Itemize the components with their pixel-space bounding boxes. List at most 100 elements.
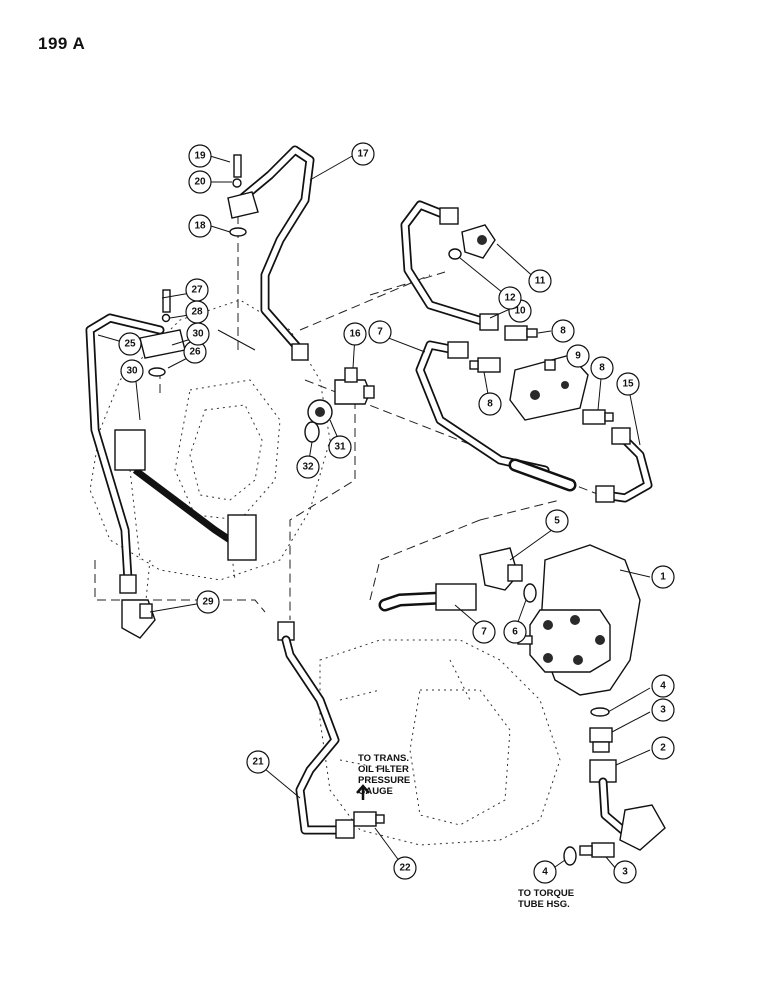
callout-27: 27	[185, 278, 209, 302]
svg-text:30: 30	[192, 329, 204, 340]
svg-text:TO TRANS.: TO TRANS.	[358, 753, 409, 764]
hose-7-lower	[378, 583, 477, 612]
svg-text:32: 32	[302, 462, 314, 473]
callout-8: 8	[590, 356, 614, 380]
svg-text:1: 1	[660, 572, 666, 583]
svg-text:25: 25	[124, 339, 136, 350]
o-ring-4-upper	[590, 707, 610, 717]
callout-28: 28	[185, 300, 209, 324]
svg-text:20: 20	[194, 177, 206, 188]
o-ring-4-lower	[563, 846, 577, 866]
bolt-27	[162, 289, 171, 313]
washer-28	[161, 313, 171, 323]
callout-5: 5	[545, 509, 569, 533]
o-ring-12	[448, 248, 462, 260]
arrow-up-icon	[356, 784, 370, 800]
callout-2: 2	[651, 736, 675, 760]
svg-text:29: 29	[202, 597, 214, 608]
hose-7-nut	[447, 341, 469, 359]
housing-bracket	[227, 514, 257, 561]
callout-4: 4	[651, 674, 675, 698]
hose-10-nut-lower	[479, 313, 499, 331]
fitting-8-left	[469, 357, 501, 373]
callout-3: 3	[613, 860, 637, 884]
o-ring-18	[229, 227, 247, 237]
pump-1	[517, 544, 641, 696]
callout-1: 1	[651, 565, 675, 589]
note-torque-tube: TO TORQUE TUBE HSG.	[518, 888, 574, 910]
hose-7-upper	[415, 340, 577, 492]
transmission-housing-outline	[89, 299, 331, 611]
page-number: 199 A	[38, 34, 86, 53]
hose-15	[595, 427, 653, 503]
elbow-29	[121, 599, 156, 639]
svg-text:TO TORQUE: TO TORQUE	[518, 888, 574, 899]
svg-text:19: 19	[194, 151, 206, 162]
tube-17-nut	[291, 343, 309, 361]
o-ring-32	[304, 421, 320, 443]
svg-text:12: 12	[504, 293, 516, 304]
tube-25-nut	[119, 574, 137, 594]
svg-text:GAUGE: GAUGE	[358, 786, 393, 797]
callout-18: 18	[188, 214, 212, 238]
flange-26	[139, 329, 186, 359]
svg-text:6: 6	[512, 627, 518, 638]
connector-3-lower	[579, 842, 615, 858]
callout-31: 31	[328, 435, 352, 459]
hose-15-nut-upper	[611, 427, 631, 445]
svg-text:3: 3	[660, 705, 666, 716]
svg-text:18: 18	[194, 221, 206, 232]
svg-text:7: 7	[377, 327, 383, 338]
callout-8: 8	[551, 319, 575, 343]
svg-text:5: 5	[554, 516, 560, 527]
svg-text:4: 4	[542, 867, 548, 878]
tube-17	[227, 145, 315, 361]
o-ring-6	[523, 583, 537, 603]
svg-text:8: 8	[599, 363, 605, 374]
callout-7: 7	[368, 320, 392, 344]
svg-text:26: 26	[189, 347, 201, 358]
washer-20	[232, 178, 242, 188]
callout-11: 11	[528, 269, 552, 293]
callout-12: 12	[498, 286, 522, 310]
svg-text:31: 31	[334, 442, 346, 453]
elbow-5	[479, 547, 523, 591]
flange-17	[227, 191, 259, 219]
tube-21-end-nut	[335, 819, 355, 839]
callout-20: 20	[188, 170, 212, 194]
svg-text:2: 2	[660, 743, 666, 754]
svg-text:10: 10	[514, 306, 526, 317]
svg-text:9: 9	[575, 351, 581, 362]
callout-17: 17	[351, 142, 375, 166]
callout-7: 7	[472, 620, 496, 644]
callout-19: 19	[188, 144, 212, 168]
callout-22: 22	[393, 856, 417, 880]
svg-text:TUBE HSG.: TUBE HSG.	[518, 899, 570, 910]
svg-text:4: 4	[660, 681, 666, 692]
pump-housing-outline	[319, 639, 561, 846]
o-ring-26	[148, 367, 166, 377]
plug-31	[307, 399, 333, 425]
fitting-8-top	[504, 325, 538, 341]
hose-10-nut-upper	[439, 207, 459, 225]
callout-29: 29	[196, 590, 220, 614]
svg-text:11: 11	[535, 276, 546, 287]
tee-16	[334, 367, 375, 405]
svg-text:17: 17	[357, 149, 369, 160]
callout-4: 4	[533, 860, 557, 884]
routing-lines	[94, 215, 601, 620]
tube-21	[277, 621, 355, 839]
svg-text:28: 28	[191, 307, 203, 318]
callout-3: 3	[651, 698, 675, 722]
connector-3-upper	[589, 727, 613, 753]
bolt-19	[233, 154, 242, 178]
svg-text:16: 16	[349, 329, 361, 340]
callout-21: 21	[246, 750, 270, 774]
elbow-11	[461, 224, 496, 259]
svg-text:15: 15	[622, 379, 634, 390]
hose-10	[400, 200, 499, 331]
svg-text:30: 30	[126, 366, 138, 377]
callout-15: 15	[616, 372, 640, 396]
fitting-22	[353, 811, 385, 827]
